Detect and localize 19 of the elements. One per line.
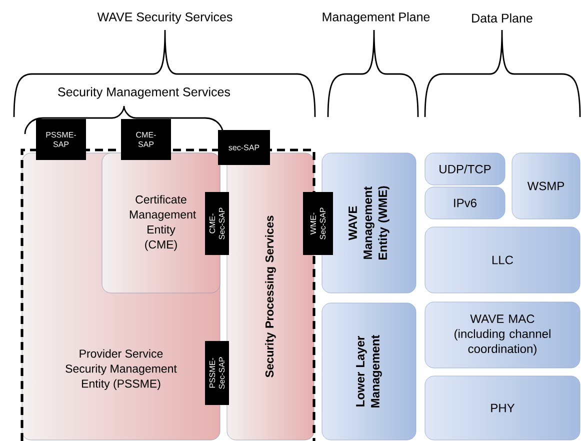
- access-point-box: sec-SAP: [218, 130, 270, 165]
- group-heading: WAVE Security Services: [97, 12, 232, 24]
- layer-box: IPv6: [424, 186, 506, 220]
- access-point-box: PSSME-Sec-SAP: [205, 340, 229, 405]
- access-point-box: CME-Sec-SAP: [205, 192, 229, 255]
- access-point-box: PSSME-SAP: [36, 119, 86, 160]
- layer-box: PHY: [424, 376, 580, 440]
- node-label: CME-SAP: [136, 132, 156, 148]
- layer-box: Lower Layer Management: [322, 302, 416, 440]
- layer-box: UDP/TCP: [424, 152, 506, 186]
- group-heading: Data Plane: [472, 13, 532, 23]
- group-heading: Management Plane: [322, 12, 430, 24]
- layer-box: LLC: [424, 226, 580, 294]
- node-label: PSSME-SAP: [46, 132, 76, 148]
- access-point-box: CME-SAP: [121, 119, 171, 160]
- access-point-box: WME-Sec-SAP: [303, 192, 333, 255]
- layer-box: WAVE MAC (including channel coordination): [424, 302, 580, 368]
- group-heading: Security Management Services: [58, 87, 230, 99]
- layer-box: WSMP: [512, 152, 580, 220]
